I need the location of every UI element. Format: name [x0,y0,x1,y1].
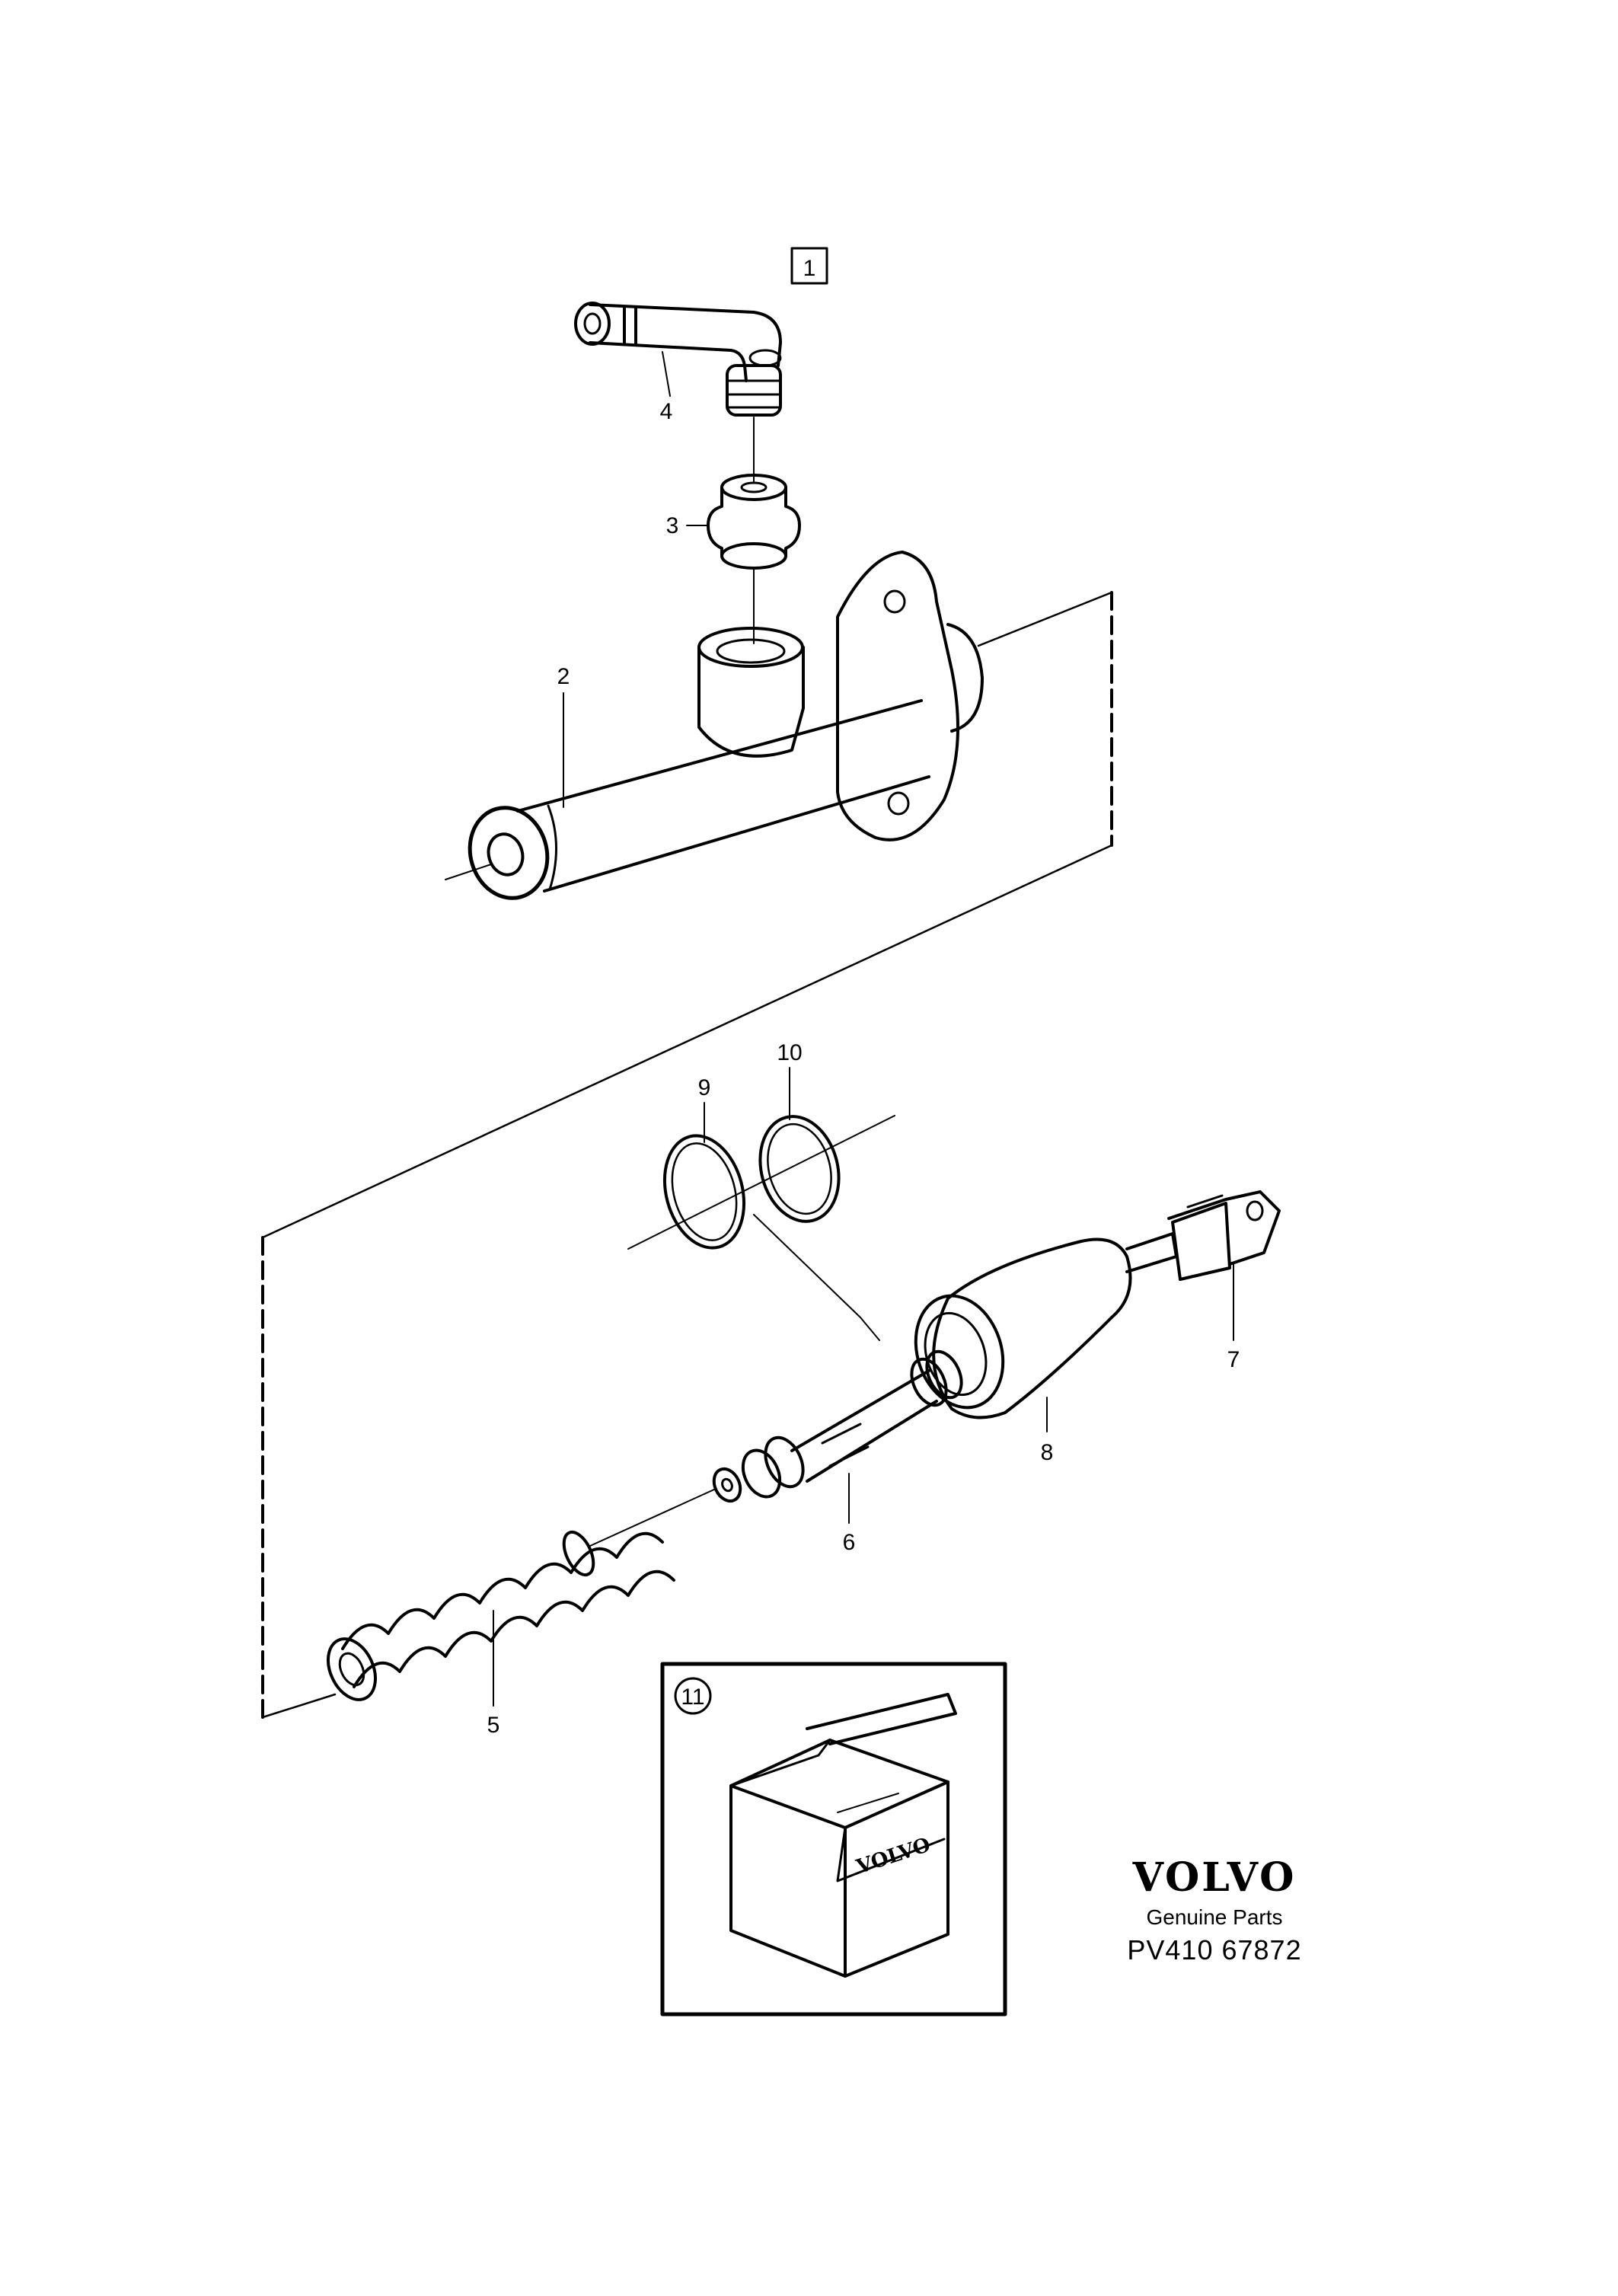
callout-circlip-b-text: 10 [777,1040,802,1065]
group-label-text: 1 [803,256,816,281]
push-rod-part [1125,1190,1281,1281]
circlip-a-part [662,1134,746,1250]
brand-block: VOLVO Genuine Parts PV410 67872 [1085,1858,1344,1966]
axis-line-top [445,864,492,880]
callout-circlip-b: 10 [777,1040,803,1120]
callout-cylinder-text: 2 [557,664,570,689]
spring-part [327,1488,716,1701]
callout-piston: 6 [843,1473,856,1555]
callout-piston-text: 6 [843,1530,856,1555]
dashed-boundary [261,591,1113,1719]
part-code: PV410 67872 [1127,1934,1302,1965]
hose-part [574,302,782,482]
piston-part [712,1349,963,1503]
callout-hose: 4 [660,351,673,424]
cylinder-part [468,551,984,900]
kit-box-label: VOLVO [853,1834,933,1879]
callout-dust-boot: 8 [1041,1397,1054,1465]
grommet-part [707,474,801,644]
callout-push-rod-text: 7 [1227,1347,1240,1372]
brand-subtitle: Genuine Parts [1146,1905,1283,1929]
repair-kit-panel: 11 VOLVO [660,1662,1007,2017]
callout-hose-text: 4 [660,399,673,424]
group-label: 1 [790,247,828,285]
callout-circlip-a-text: 9 [698,1075,711,1100]
callout-spring: 5 [487,1610,500,1738]
volvo-logo: VOLVO [1132,1854,1297,1901]
callout-spring-text: 5 [487,1713,500,1738]
callout-dust-boot-text: 8 [1041,1440,1054,1465]
callout-push-rod: 7 [1227,1263,1240,1372]
callout-cylinder: 2 [557,664,570,808]
callout-grommet: 3 [666,513,709,538]
circlip-arrow [753,1214,880,1341]
axis-line-circlips [627,1115,895,1250]
callout-grommet-text: 3 [666,513,679,538]
callout-repair-kit-text: 11 [681,1684,704,1710]
circlip-b-part [758,1115,841,1223]
callout-circlip-a: 9 [698,1075,711,1143]
